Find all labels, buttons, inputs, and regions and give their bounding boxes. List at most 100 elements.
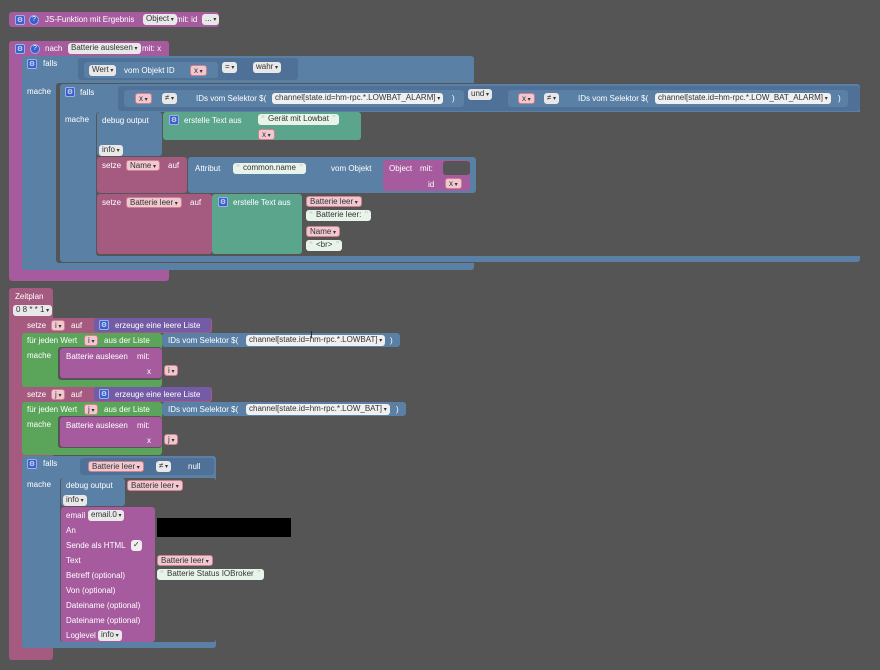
value-dropdown[interactable]: Wert bbox=[89, 65, 117, 76]
close-paren: ) bbox=[452, 94, 455, 103]
if-label: falls bbox=[80, 88, 95, 97]
operator-not-equal[interactable]: ≠ bbox=[156, 461, 172, 472]
operator-not-equal[interactable]: ≠ bbox=[544, 93, 560, 104]
param-x-label: x bbox=[147, 367, 151, 376]
from-object-label: vom Objekt ID bbox=[124, 66, 175, 75]
create-text-label: erstelle Text aus bbox=[184, 116, 242, 125]
filename1-label: Dateiname (optional) bbox=[66, 601, 141, 610]
selector-field[interactable]: channel[state.id=hm-rpc.*.LOWBAT] bbox=[246, 335, 386, 346]
gear-icon[interactable]: ⚙ bbox=[99, 389, 109, 399]
do-label: mache bbox=[27, 351, 52, 360]
do-label: mache bbox=[65, 115, 90, 124]
function-type[interactable]: Object bbox=[143, 14, 177, 25]
do-label: mache bbox=[27, 480, 52, 489]
object-input-slot bbox=[443, 161, 470, 175]
schedule-label: Zeitplan bbox=[15, 292, 44, 301]
param-x-label: x bbox=[147, 436, 151, 445]
call-procedure-block[interactable] bbox=[60, 417, 162, 447]
on-label: auf bbox=[168, 161, 180, 170]
close-paren: ) bbox=[396, 405, 399, 414]
log-level-dropdown[interactable]: info bbox=[99, 145, 123, 156]
var-x[interactable]: x bbox=[135, 93, 152, 104]
function-label: JS-Funktion mit Ergebnis bbox=[45, 15, 135, 24]
call-label: Batterie auslesen bbox=[66, 352, 128, 361]
if-label: falls bbox=[43, 59, 58, 68]
text-cursor-icon: I bbox=[310, 330, 313, 341]
gear-icon[interactable]: ⚙ bbox=[218, 197, 228, 207]
gear-icon[interactable]: ⚙ bbox=[27, 459, 37, 469]
string-common-name[interactable]: common.name bbox=[233, 163, 306, 174]
var-i[interactable]: i bbox=[84, 335, 99, 346]
operator-not-equal[interactable]: ≠ bbox=[162, 93, 178, 104]
on-label: auf bbox=[71, 321, 83, 330]
gear-icon[interactable]: ⚙ bbox=[15, 15, 25, 25]
var-battery-empty[interactable]: Batterie leer bbox=[126, 197, 182, 208]
operator-equals[interactable]: = bbox=[222, 62, 238, 73]
var-x[interactable]: x bbox=[445, 178, 462, 189]
var-x[interactable]: x bbox=[258, 129, 275, 140]
call-procedure-block[interactable] bbox=[60, 348, 162, 378]
from-label: Von (optional) bbox=[66, 586, 116, 595]
var-battery-empty[interactable]: Batterie leer bbox=[157, 555, 213, 566]
create-empty-list-block[interactable] bbox=[94, 387, 211, 401]
set-label: setze bbox=[102, 161, 122, 170]
procedure-label: nach bbox=[45, 44, 63, 53]
bool-true[interactable]: wahr bbox=[253, 62, 282, 73]
create-empty-list-block[interactable] bbox=[94, 318, 211, 332]
string-br[interactable]: <br> bbox=[306, 240, 343, 251]
function-more[interactable]: ... bbox=[202, 14, 220, 25]
and-dropdown[interactable]: und bbox=[468, 89, 493, 100]
gear-icon[interactable]: ⚙ bbox=[65, 87, 75, 97]
ids-selector-label: IDs vom Selektor $( bbox=[168, 336, 239, 345]
gear-icon[interactable]: ⚙ bbox=[15, 44, 25, 54]
loglevel-dropdown[interactable]: info bbox=[98, 630, 122, 641]
procedure-params: mit: x bbox=[142, 44, 162, 53]
help-icon[interactable]: ? bbox=[30, 44, 40, 54]
gear-icon[interactable]: ⚙ bbox=[169, 115, 179, 125]
id-label: id bbox=[428, 180, 435, 189]
var-name[interactable]: Name bbox=[126, 160, 161, 171]
gear-icon[interactable]: ⚙ bbox=[99, 320, 109, 330]
var-x[interactable]: x bbox=[190, 65, 207, 76]
var-battery-empty[interactable]: Batterie leer bbox=[306, 196, 362, 207]
var-i[interactable]: i bbox=[51, 320, 66, 331]
selector-field[interactable]: channel[state.id=hm-rpc.*.LOW_BAT] bbox=[246, 404, 390, 415]
create-list-label: erzeuge eine leere Liste bbox=[115, 321, 201, 330]
call-label: Batterie auslesen bbox=[66, 421, 128, 430]
send-html-label: Sende als HTML bbox=[66, 541, 126, 550]
var-j[interactable]: j bbox=[84, 404, 99, 415]
help-icon[interactable]: ? bbox=[29, 15, 39, 25]
var-j[interactable]: j bbox=[164, 434, 179, 445]
var-x[interactable]: x bbox=[518, 93, 535, 104]
var-battery-empty[interactable]: Batterie leer bbox=[127, 480, 183, 491]
get-value-block[interactable] bbox=[84, 62, 218, 78]
string-lowbat[interactable]: Gerät mit Lowbat bbox=[258, 114, 339, 125]
from-list-label: aus der Liste bbox=[104, 405, 150, 414]
set-label: setze bbox=[102, 198, 122, 207]
cron-field[interactable]: 0 8 * * 1 bbox=[13, 305, 53, 316]
close-paren: ) bbox=[390, 336, 393, 345]
object-label: Object bbox=[389, 164, 413, 173]
email-label: email bbox=[66, 511, 86, 520]
var-battery-empty[interactable]: Batterie leer bbox=[88, 461, 144, 472]
selector-field[interactable]: channel[state.id=hm-rpc.*.LOWBAT_ALARM] bbox=[272, 93, 444, 104]
gear-icon[interactable]: ⚙ bbox=[27, 59, 37, 69]
email-block[interactable] bbox=[61, 507, 155, 642]
for-each-label: für jeden Wert bbox=[27, 336, 78, 345]
send-html-checkbox[interactable]: ✓ bbox=[131, 540, 142, 551]
var-i[interactable]: i bbox=[164, 365, 179, 376]
mit-label: mit: bbox=[420, 164, 433, 173]
mit-label: mit: bbox=[137, 352, 150, 361]
selector-field[interactable]: channel[state.id=hm-rpc.*.LOW_BAT_ALARM] bbox=[655, 93, 831, 104]
procedure-name[interactable]: Batterie auslesen bbox=[68, 43, 141, 54]
to-label: An bbox=[66, 526, 76, 535]
set-label: setze bbox=[27, 321, 47, 330]
string-subject[interactable]: Batterie Status IOBroker bbox=[157, 569, 264, 580]
log-level-dropdown[interactable]: info bbox=[63, 495, 87, 506]
for-each-label: für jeden Wert bbox=[27, 405, 78, 414]
loglevel-label: Loglevel bbox=[66, 631, 96, 640]
string-battery-empty[interactable]: Batterie leer: bbox=[306, 210, 372, 221]
email-instance-dropdown[interactable]: email.0 bbox=[88, 510, 125, 521]
var-name[interactable]: Name bbox=[306, 226, 341, 237]
var-j[interactable]: j bbox=[51, 389, 66, 400]
